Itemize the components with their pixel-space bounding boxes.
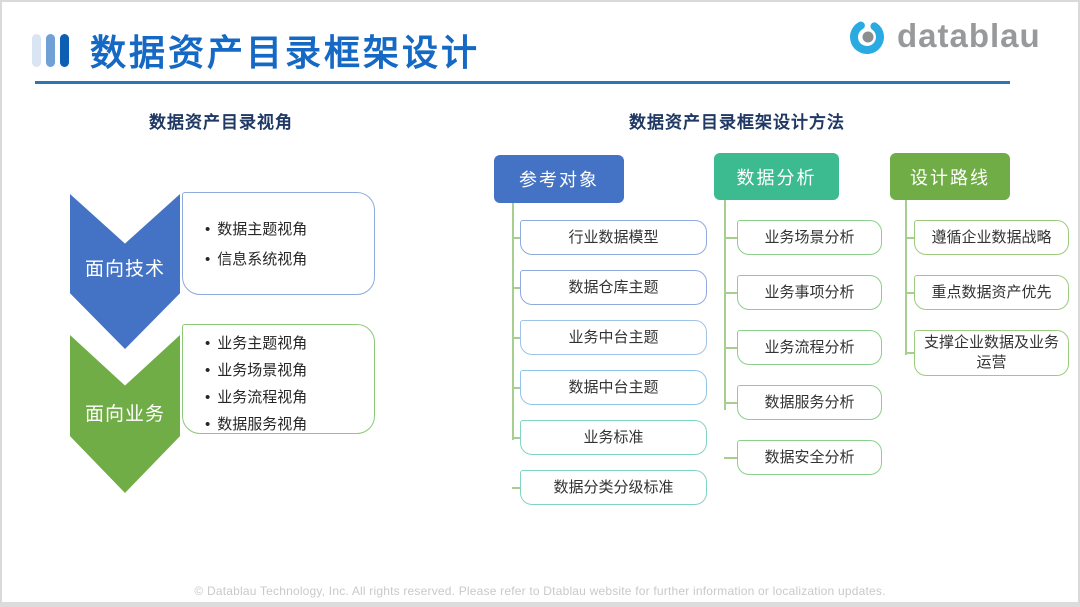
tech-bullet-list: 数据主题视角信息系统视角 bbox=[205, 215, 366, 275]
bar-medium-icon bbox=[46, 34, 55, 67]
bullet-item: 业务场景视角 bbox=[205, 357, 366, 384]
copyright-footer: © Datablau Technology, Inc. All rights r… bbox=[194, 584, 886, 598]
tree-item-box: 数据仓库主题 bbox=[520, 270, 707, 305]
column-header-analysis: 数据分析 bbox=[714, 153, 839, 200]
tree-item-box: 支撑企业数据及业务运营 bbox=[914, 330, 1069, 376]
tree-item-box: 业务标准 bbox=[520, 420, 707, 455]
tree-item: 业务标准 bbox=[512, 420, 707, 455]
connector-trunk bbox=[724, 200, 726, 410]
tree-item-box: 行业数据模型 bbox=[520, 220, 707, 255]
left-section-title: 数据资产目录视角 bbox=[149, 113, 293, 132]
tree-item: 业务场景分析 bbox=[724, 220, 882, 255]
tree-item-box: 重点数据资产优先 bbox=[914, 275, 1069, 310]
tech-bullets-box: 数据主题视角信息系统视角 bbox=[182, 192, 375, 295]
column-reference-objects: 参考对象 行业数据模型 数据仓库主题 业务中台主题 数据中台主题 业务标准 数据… bbox=[494, 155, 707, 505]
bullet-item: 业务主题视角 bbox=[205, 330, 366, 357]
datablau-logo: datablau bbox=[845, 14, 1041, 58]
bullet-item: 业务流程视角 bbox=[205, 384, 366, 411]
tree-item: 数据安全分析 bbox=[724, 440, 882, 475]
chevron-tech: 面向技术 bbox=[70, 194, 180, 349]
tree-item-box: 数据服务分析 bbox=[737, 385, 882, 420]
tree-item-box: 数据安全分析 bbox=[737, 440, 882, 475]
tree-item-box: 数据中台主题 bbox=[520, 370, 707, 405]
column-design-route: 设计路线 遵循企业数据战略 重点数据资产优先 支撑企业数据及业务运营 bbox=[890, 153, 1069, 376]
datablau-ring-icon bbox=[850, 20, 884, 54]
right-section-title: 数据资产目录框架设计方法 bbox=[629, 113, 845, 132]
tree-item-box: 业务中台主题 bbox=[520, 320, 707, 355]
chevron-tech-label: 面向技术 bbox=[84, 259, 165, 280]
connector-trunk bbox=[512, 203, 514, 440]
tree-item: 业务流程分析 bbox=[724, 330, 882, 365]
tree-item-box: 业务场景分析 bbox=[737, 220, 882, 255]
bullet-item: 信息系统视角 bbox=[205, 245, 366, 275]
page-title: 数据资产目录框架设计 bbox=[90, 32, 481, 73]
tree-item: 行业数据模型 bbox=[512, 220, 707, 255]
item-list: 行业数据模型 数据仓库主题 业务中台主题 数据中台主题 业务标准 数据分类分级标… bbox=[512, 220, 707, 505]
business-bullet-list: 业务主题视角业务场景视角业务流程视角数据服务视角 bbox=[205, 330, 366, 438]
column-header-reference: 参考对象 bbox=[494, 155, 624, 203]
tree-item: 业务中台主题 bbox=[512, 320, 707, 355]
bar-light-icon bbox=[32, 34, 41, 67]
column-header-route: 设计路线 bbox=[890, 153, 1010, 200]
tree-item: 数据中台主题 bbox=[512, 370, 707, 405]
connector-trunk bbox=[905, 200, 907, 355]
tree-item-box: 遵循企业数据战略 bbox=[914, 220, 1069, 255]
tree-item: 重点数据资产优先 bbox=[905, 275, 1069, 310]
item-list: 业务场景分析 业务事项分析 业务流程分析 数据服务分析 数据安全分析 bbox=[724, 220, 882, 475]
bar-dark-icon bbox=[60, 34, 69, 67]
tree-item-box: 数据分类分级标准 bbox=[520, 470, 707, 505]
item-list: 遵循企业数据战略 重点数据资产优先 支撑企业数据及业务运营 bbox=[905, 220, 1069, 376]
tree-item: 业务事项分析 bbox=[724, 275, 882, 310]
chevron-business-label: 面向业务 bbox=[84, 404, 165, 425]
tree-item: 数据服务分析 bbox=[724, 385, 882, 420]
tree-item: 遵循企业数据战略 bbox=[905, 220, 1069, 255]
chevron-business: 面向业务 bbox=[70, 335, 180, 493]
tree-item: 支撑企业数据及业务运营 bbox=[905, 330, 1069, 376]
logo-text: datablau bbox=[897, 17, 1041, 54]
tree-item-box: 业务事项分析 bbox=[737, 275, 882, 310]
bullet-item: 数据服务视角 bbox=[205, 411, 366, 438]
business-bullets-box: 业务主题视角业务场景视角业务流程视角数据服务视角 bbox=[182, 324, 375, 434]
bullet-item: 数据主题视角 bbox=[205, 215, 366, 245]
tree-item-box: 业务流程分析 bbox=[737, 330, 882, 365]
tree-item: 数据仓库主题 bbox=[512, 270, 707, 305]
column-data-analysis: 数据分析 业务场景分析 业务事项分析 业务流程分析 数据服务分析 数据安全分析 bbox=[714, 153, 882, 475]
tree-item: 数据分类分级标准 bbox=[512, 470, 707, 505]
title-bars-icon bbox=[32, 34, 69, 67]
title-underline bbox=[35, 81, 1010, 84]
